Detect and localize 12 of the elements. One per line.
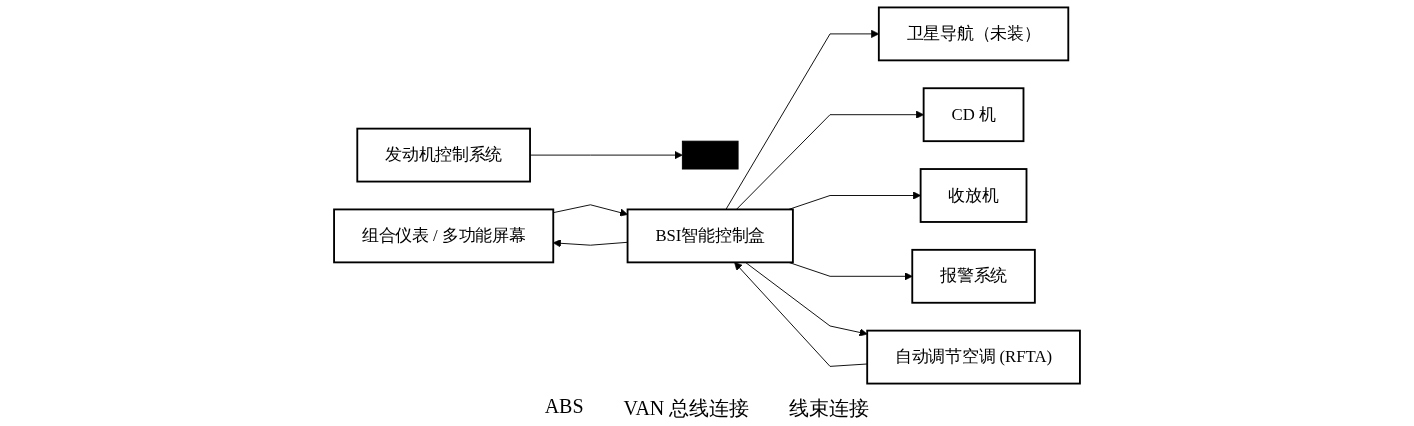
node-box: 报警系统: [911, 248, 1036, 304]
annotation-text: VAN 总线连接: [623, 396, 750, 421]
node-box: 自动调节空调 (RFTA): [866, 329, 1081, 385]
annotation-text: ABS: [544, 395, 584, 419]
node-box: 收放机: [919, 168, 1028, 223]
node-box: 组合仪表 / 多功能屏幕: [333, 208, 555, 264]
node-box: CD 机: [922, 87, 1025, 143]
node-box: 卫星导航（未装）: [877, 6, 1070, 62]
node-bar: [681, 140, 739, 170]
annotation-text: 线束连接: [789, 396, 870, 421]
node-box: BSI智能控制盒: [626, 208, 794, 264]
node-box: 发动机控制系统: [356, 127, 531, 183]
